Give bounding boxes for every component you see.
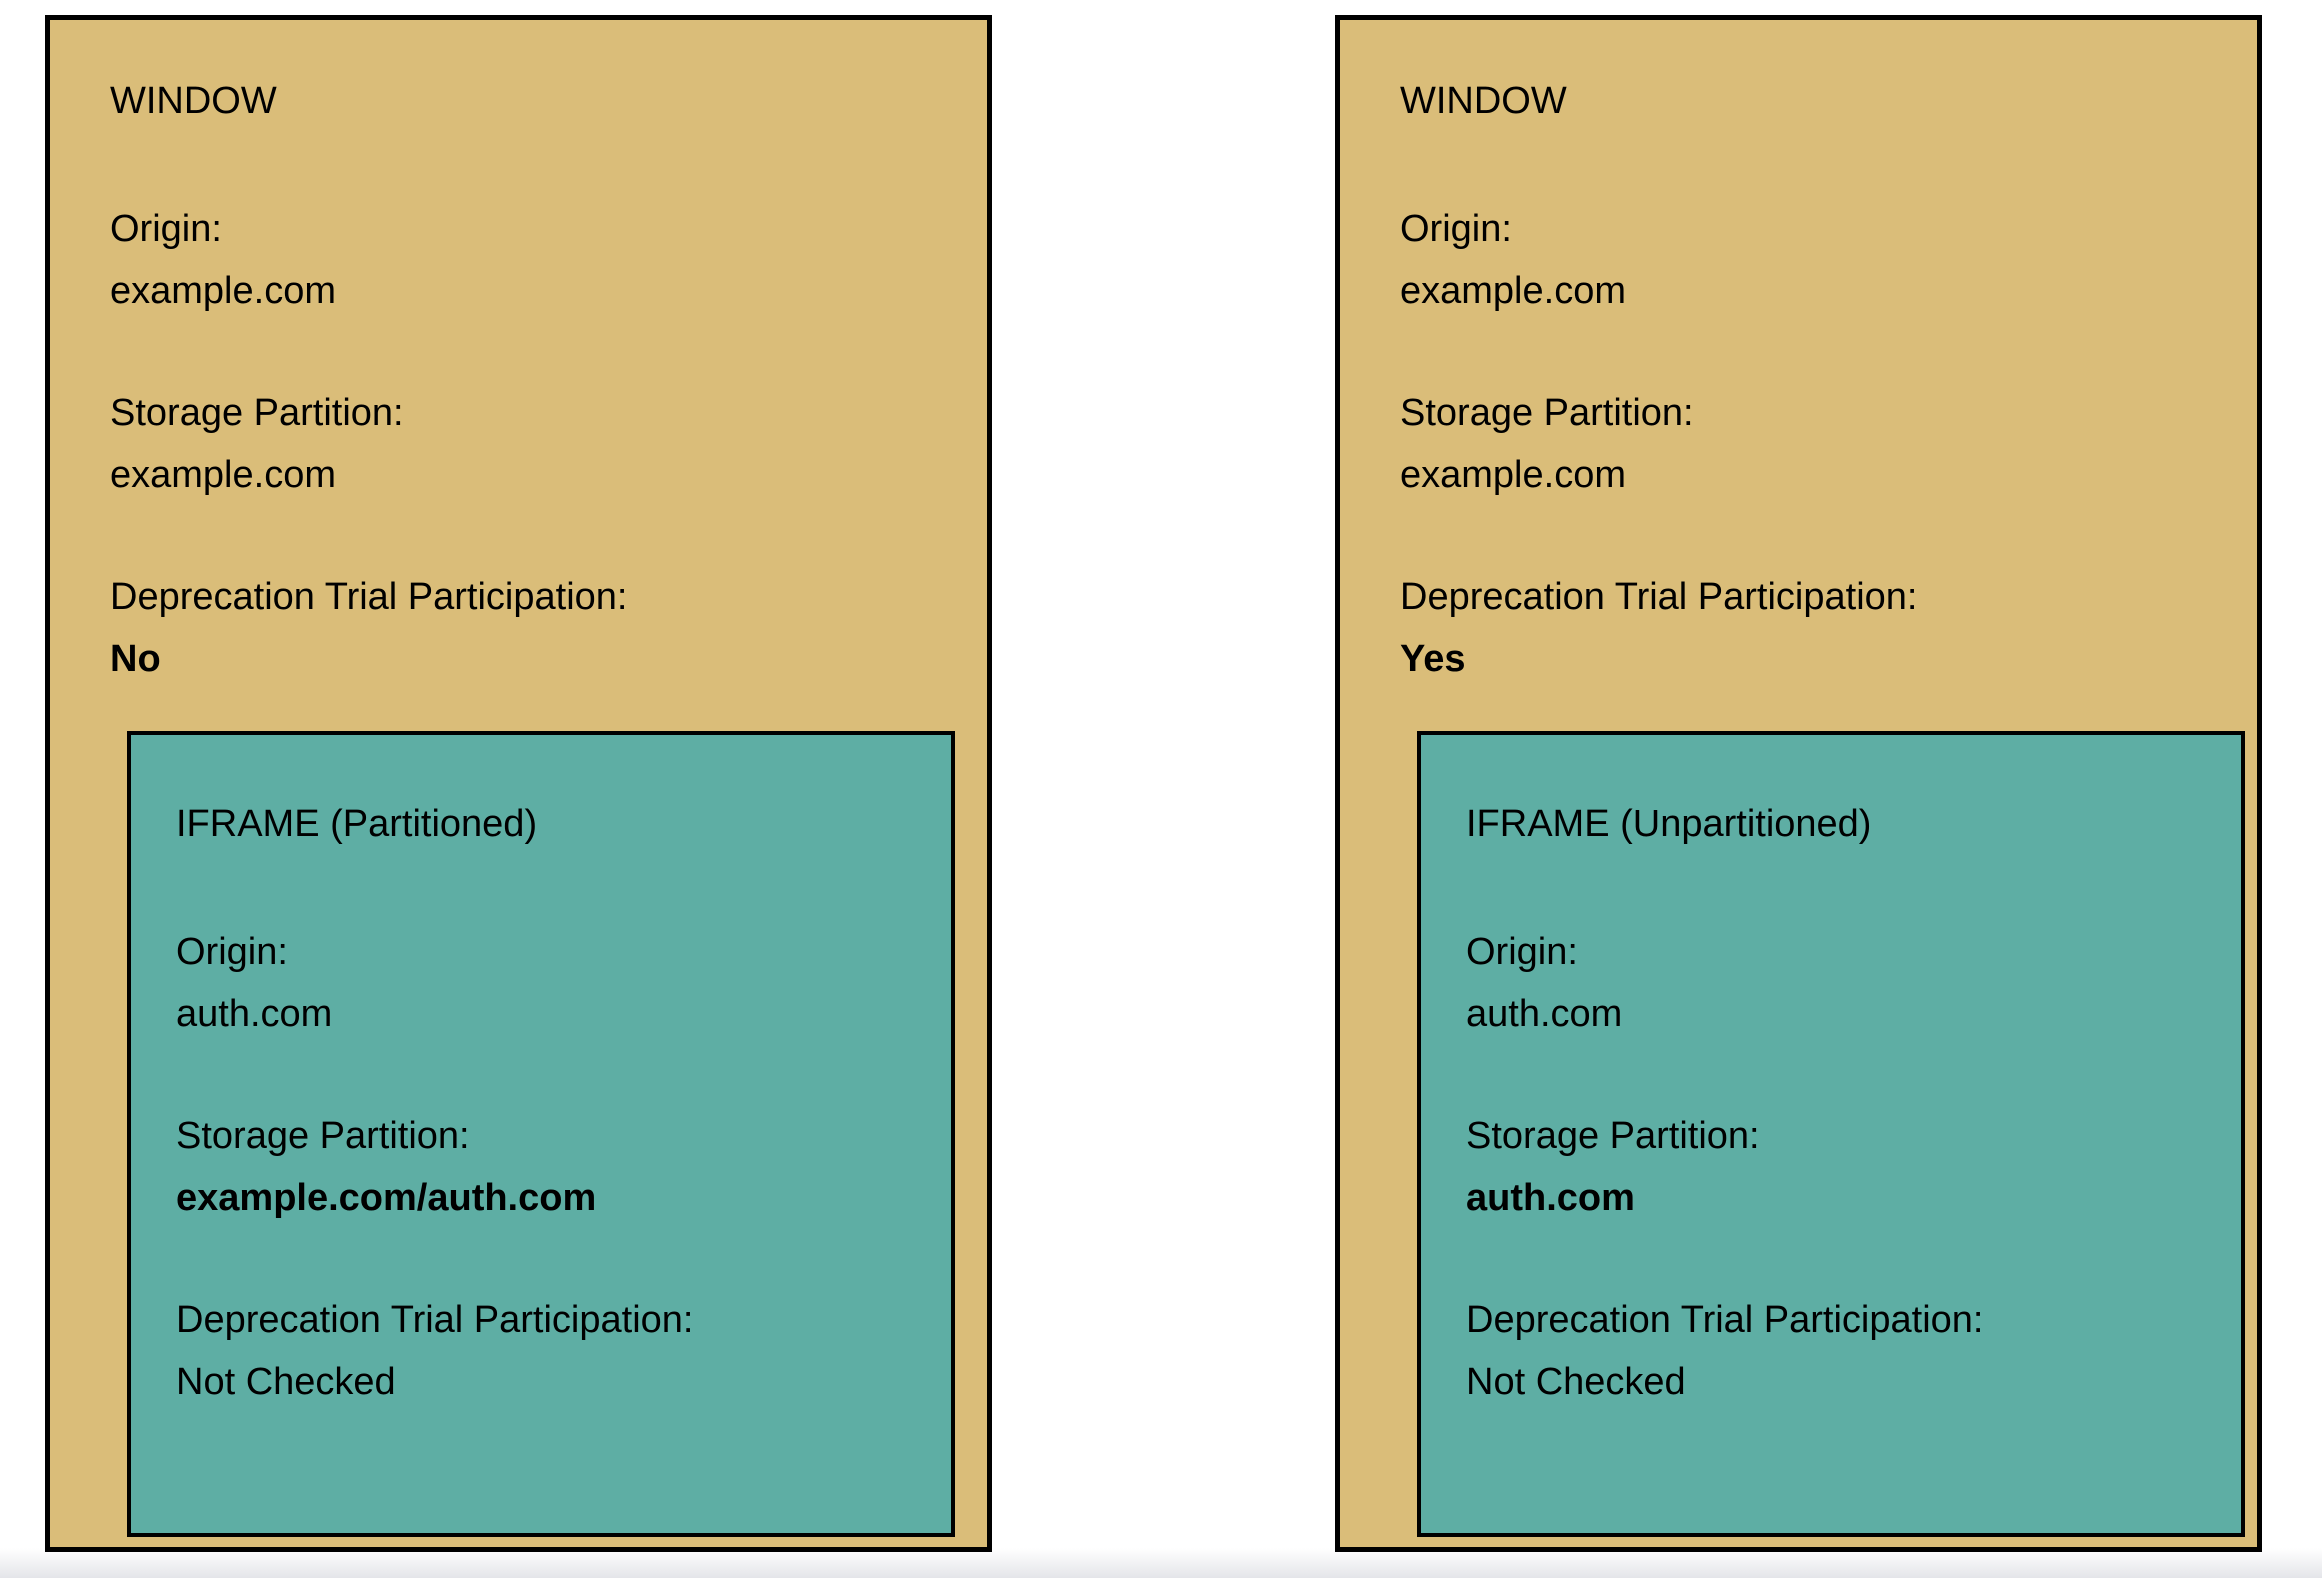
iframe-box-partitioned: IFRAME (Partitioned) Origin: auth.com St…: [127, 731, 955, 1537]
iframe-origin-field: Origin: auth.com: [1466, 921, 2211, 1045]
window-content: WINDOW Origin: example.com Storage Parti…: [50, 20, 987, 690]
iframe-deprecation-trial-value: Not Checked: [176, 1361, 396, 1403]
deprecation-trial-label: Deprecation Trial Participation:: [1400, 576, 1918, 618]
origin-field: Origin: example.com: [110, 198, 947, 322]
deprecation-trial-value: No: [110, 638, 161, 680]
iframe-content: IFRAME (Unpartitioned) Origin: auth.com …: [1421, 735, 2241, 1413]
iframe-title: IFRAME (Unpartitioned): [1466, 803, 1872, 845]
storage-partition-value: example.com: [110, 454, 336, 496]
iframe-storage-partition-value: example.com/auth.com: [176, 1177, 597, 1219]
iframe-deprecation-trial-field: Deprecation Trial Participation: Not Che…: [1466, 1289, 2211, 1413]
iframe-origin-value: auth.com: [176, 993, 333, 1035]
origin-value: example.com: [110, 270, 336, 312]
storage-partition-label: Storage Partition:: [110, 392, 404, 434]
deprecation-trial-field: Deprecation Trial Participation: No: [110, 566, 947, 690]
deprecation-trial-label: Deprecation Trial Participation:: [110, 576, 628, 618]
iframe-storage-partition-field: Storage Partition: example.com/auth.com: [176, 1105, 921, 1229]
iframe-storage-partition-value: auth.com: [1466, 1177, 1635, 1219]
iframe-storage-partition-label: Storage Partition:: [1466, 1115, 1760, 1157]
origin-label: Origin:: [110, 208, 222, 250]
iframe-origin-field: Origin: auth.com: [176, 921, 921, 1045]
iframe-box-unpartitioned: IFRAME (Unpartitioned) Origin: auth.com …: [1417, 731, 2245, 1537]
deprecation-trial-field: Deprecation Trial Participation: Yes: [1400, 566, 2217, 690]
window-title: WINDOW: [110, 80, 277, 122]
iframe-storage-partition-label: Storage Partition:: [176, 1115, 470, 1157]
deprecation-trial-value: Yes: [1400, 638, 1466, 680]
iframe-origin-label: Origin:: [1466, 931, 1578, 973]
iframe-origin-label: Origin:: [176, 931, 288, 973]
origin-value: example.com: [1400, 270, 1626, 312]
origin-label: Origin:: [1400, 208, 1512, 250]
iframe-storage-partition-field: Storage Partition: auth.com: [1466, 1105, 2211, 1229]
window-box-no-trial: WINDOW Origin: example.com Storage Parti…: [45, 15, 992, 1552]
iframe-content: IFRAME (Partitioned) Origin: auth.com St…: [131, 735, 951, 1413]
window-title: WINDOW: [1400, 80, 1567, 122]
window-box-trial: WINDOW Origin: example.com Storage Parti…: [1335, 15, 2262, 1552]
page-bottom-fade: [0, 1548, 2322, 1578]
iframe-title: IFRAME (Partitioned): [176, 803, 538, 845]
iframe-deprecation-trial-field: Deprecation Trial Participation: Not Che…: [176, 1289, 921, 1413]
storage-partition-field: Storage Partition: example.com: [1400, 382, 2217, 506]
storage-partition-label: Storage Partition:: [1400, 392, 1694, 434]
iframe-deprecation-trial-value: Not Checked: [1466, 1361, 1686, 1403]
storage-partition-value: example.com: [1400, 454, 1626, 496]
storage-partition-field: Storage Partition: example.com: [110, 382, 947, 506]
iframe-origin-value: auth.com: [1466, 993, 1623, 1035]
origin-field: Origin: example.com: [1400, 198, 2217, 322]
iframe-deprecation-trial-label: Deprecation Trial Participation:: [176, 1299, 694, 1341]
iframe-deprecation-trial-label: Deprecation Trial Participation:: [1466, 1299, 1984, 1341]
window-content: WINDOW Origin: example.com Storage Parti…: [1340, 20, 2257, 690]
